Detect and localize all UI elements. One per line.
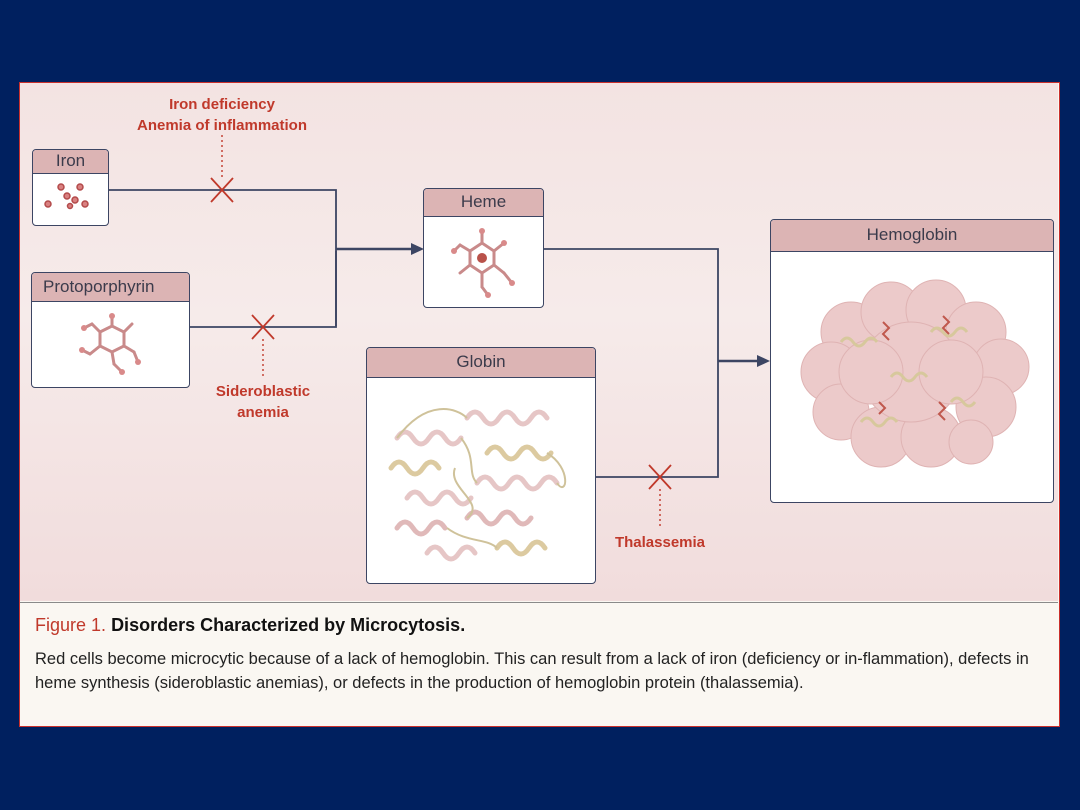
protoporphyrin-node-title: Protoporphyrin [32, 273, 189, 302]
pathway-diagram: Iron Protoporphyrin [20, 83, 1058, 601]
globin-protein-ribbon-icon [388, 408, 567, 562]
hemoglobin-arrowhead [757, 355, 770, 367]
caption-heading: Disorders Characterized by Microcytosis. [111, 615, 466, 635]
figure-caption: Figure 1. Disorders Characterized by Mic… [20, 602, 1058, 726]
anemia-of-inflammation-text: Anemia of inflammation [136, 117, 308, 134]
protoporphyrin-connector [190, 251, 337, 328]
thalassemia-label: Thalassemia [614, 534, 706, 551]
hemoglobin-node-title: Hemoglobin [771, 220, 1053, 252]
sideroblastic-label: Sideroblastic anemia [193, 381, 333, 423]
heme-node-title: Heme [424, 189, 543, 217]
protoporphyrin-block-mark [251, 314, 275, 340]
heme-connector [543, 248, 719, 361]
hemoglobin-protein-surface-icon [800, 279, 1030, 468]
figure-panel: Iron Protoporphyrin [19, 82, 1060, 727]
sideroblastic-line2: anemia [237, 404, 289, 421]
iron-deficiency-text: Iron deficiency [169, 96, 275, 113]
heme-arrowhead [411, 243, 424, 255]
protoporphyrin-molecule-icon [79, 313, 141, 375]
globin-node: Globin [366, 347, 596, 584]
caption-body: Red cells become microcytic because of a… [35, 650, 1029, 692]
heme-molecule-icon [451, 228, 515, 298]
iron-disorders-label: Iron deficiency Anemia of inflammation [122, 94, 322, 136]
caption-title: Figure 1. Disorders Characterized by Mic… [35, 615, 465, 636]
iron-node-title: Iron [33, 150, 108, 174]
iron-node: Iron [32, 149, 109, 226]
iron-atoms-icon [44, 183, 89, 210]
sideroblastic-line1: Sideroblastic [215, 383, 311, 400]
protoporphyrin-node: Protoporphyrin [31, 272, 190, 388]
heme-node: Heme [423, 188, 544, 308]
globin-block-mark [648, 464, 672, 490]
pathway-connectors [108, 135, 770, 529]
hemoglobin-node: Hemoglobin [770, 219, 1054, 503]
globin-node-title: Globin [367, 348, 595, 378]
iron-block-mark [210, 177, 234, 203]
figure-label: Figure 1. [35, 615, 107, 635]
globin-connector [596, 361, 719, 478]
